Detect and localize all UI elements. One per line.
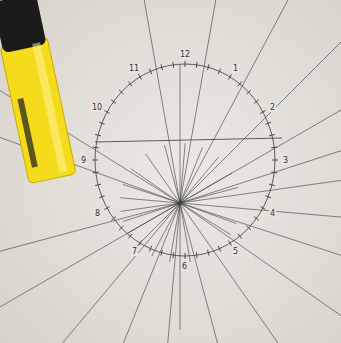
tick-mark xyxy=(111,217,116,221)
tick-mark xyxy=(161,250,163,256)
callout-number: 9 xyxy=(80,156,87,165)
callout-number: 8 xyxy=(94,209,101,218)
callout-number: 6 xyxy=(181,262,188,271)
tick-mark xyxy=(172,62,174,68)
tick-mark xyxy=(229,241,232,246)
ray-line xyxy=(170,0,226,262)
tick-mark xyxy=(139,241,142,246)
tick-mark xyxy=(218,246,220,252)
callout-number: 3 xyxy=(282,156,289,165)
tick-mark xyxy=(172,252,174,258)
tick-mark xyxy=(238,81,242,86)
diameter-line xyxy=(95,138,282,142)
tick-mark xyxy=(139,74,142,79)
tick-mark xyxy=(238,234,242,239)
callout-number: 2 xyxy=(269,103,276,112)
tick-mark xyxy=(92,160,98,161)
tick-mark xyxy=(185,253,186,259)
tick-mark xyxy=(265,196,271,198)
tick-mark xyxy=(229,74,232,79)
callout-number: 4 xyxy=(269,209,276,218)
ray-line xyxy=(0,173,232,333)
tick-mark xyxy=(119,90,123,94)
tick-mark xyxy=(95,184,101,186)
ray-line xyxy=(123,184,341,283)
tick-mark xyxy=(93,147,99,149)
ray-line xyxy=(83,147,203,343)
tick-mark xyxy=(119,226,123,230)
tick-mark xyxy=(218,69,220,75)
callout-number: 1 xyxy=(232,64,239,73)
circle xyxy=(95,64,275,256)
tick-mark xyxy=(196,252,198,258)
tick-mark xyxy=(247,226,251,230)
callout-number: 11 xyxy=(128,64,140,73)
tick-mark xyxy=(185,61,186,67)
tick-mark xyxy=(149,69,151,75)
vertical-line xyxy=(180,64,181,330)
ray-line xyxy=(128,73,341,233)
tick-mark xyxy=(254,100,259,104)
tick-mark xyxy=(247,90,251,94)
tick-mark xyxy=(104,207,109,210)
tick-mark xyxy=(99,196,105,198)
callout-number: 12 xyxy=(179,50,191,59)
tick-mark xyxy=(128,81,132,86)
tick-mark xyxy=(271,172,277,174)
tick-mark xyxy=(128,234,132,239)
ray-line xyxy=(0,187,238,270)
ray-line xyxy=(157,143,185,343)
highlighter xyxy=(0,0,76,184)
tick-mark xyxy=(161,64,163,70)
tick-mark xyxy=(208,64,210,70)
tick-mark xyxy=(272,160,278,161)
ray-line xyxy=(138,19,341,245)
tick-mark xyxy=(269,134,275,136)
tick-mark xyxy=(99,122,105,124)
tick-mark xyxy=(254,217,259,221)
ray-line xyxy=(131,169,341,343)
ray-line xyxy=(146,154,330,343)
tick-mark xyxy=(93,172,99,174)
tick-mark xyxy=(260,207,265,210)
tick-mark xyxy=(269,184,275,186)
tick-mark xyxy=(208,250,210,256)
callout-number: 7 xyxy=(131,247,138,256)
tick-mark xyxy=(196,62,198,68)
ray-line xyxy=(135,0,191,262)
tick-mark xyxy=(95,134,101,136)
ray-line xyxy=(164,145,247,343)
callout-number: 5 xyxy=(232,247,239,256)
ray-line xyxy=(13,157,219,343)
tick-mark xyxy=(104,111,109,114)
tick-mark xyxy=(260,111,265,114)
tick-mark xyxy=(265,122,271,124)
tick-mark xyxy=(149,246,151,252)
callout-number: 10 xyxy=(91,103,103,112)
tick-mark xyxy=(111,100,116,104)
tick-mark xyxy=(271,147,277,149)
